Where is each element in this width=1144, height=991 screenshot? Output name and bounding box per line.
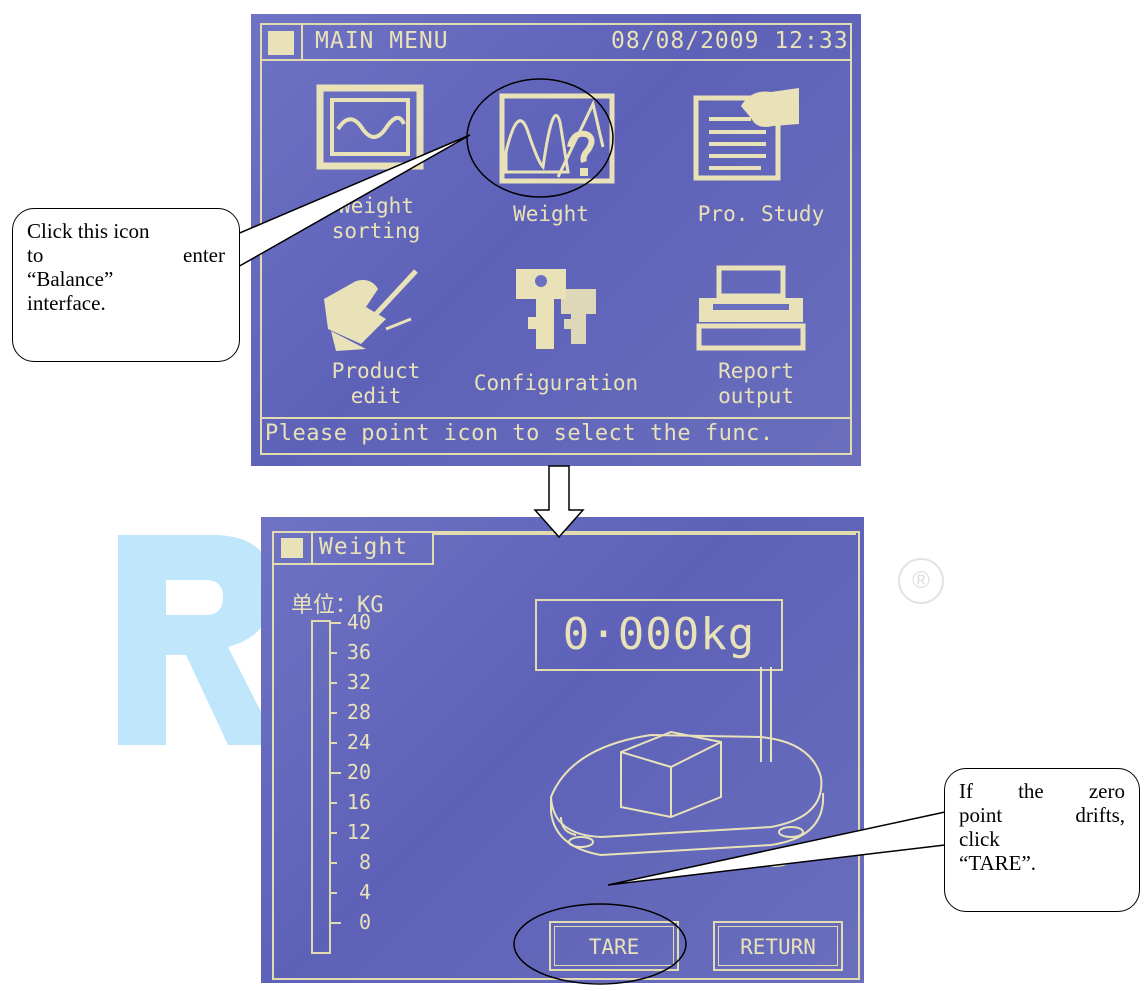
weight-titlebar	[274, 533, 434, 565]
scale-tick-label: 32	[346, 670, 371, 694]
scale-tick-mark	[329, 862, 337, 864]
scale-tick-label: 20	[346, 760, 371, 784]
scale-tick-mark	[329, 772, 341, 774]
scale-tick-mark	[329, 892, 337, 894]
scale-tick-mark	[329, 922, 341, 924]
weight-title-rule	[432, 533, 856, 535]
return-button[interactable]: RETURN	[713, 921, 843, 971]
scale-tick-mark	[329, 682, 337, 684]
scale-tick-label: 28	[346, 700, 371, 724]
menu-square-icon[interactable]	[281, 538, 303, 558]
scale-tick-mark	[329, 742, 337, 744]
datetime-display: 08/08/2009 12:33	[611, 28, 849, 54]
scale-tick-label: 36	[346, 640, 371, 664]
titlebar-divider	[311, 533, 313, 563]
report-output-icon[interactable]	[691, 264, 811, 354]
scale-tick-mark	[329, 832, 337, 834]
unit-label: 单位：KG	[291, 593, 384, 618]
scale-tick-label: 16	[346, 790, 371, 814]
weight-sorting-icon[interactable]	[316, 84, 426, 174]
configuration-icon[interactable]	[506, 259, 606, 354]
scale-tick-label: 4	[358, 880, 371, 904]
weight-title: Weight	[319, 534, 409, 560]
menu-square-icon[interactable]	[268, 31, 294, 55]
status-divider	[262, 417, 850, 419]
icon-label-weight[interactable]: Weight	[513, 202, 589, 226]
pro-study-icon[interactable]	[691, 84, 806, 184]
scale-tick-mark	[329, 652, 337, 654]
icon-label-pro-study[interactable]: Pro. Study	[697, 202, 825, 226]
scale-tick-label: 12	[346, 820, 371, 844]
scale-tick-label: 8	[358, 850, 371, 874]
status-bar-text: Please point icon to select the func.	[265, 421, 774, 446]
scale-tick-label: 0	[358, 910, 371, 934]
product-edit-icon[interactable]	[316, 259, 426, 354]
scale-tick-label: 24	[346, 730, 371, 754]
registered-mark: ®	[898, 558, 944, 604]
tare-button[interactable]: TARE	[549, 921, 679, 971]
weight-bar-gauge	[311, 620, 331, 954]
weight-icon[interactable]	[498, 92, 618, 187]
platform-scale-illustration	[549, 667, 825, 867]
scale-tick-mark	[329, 622, 341, 624]
main-menu-title: MAIN MENU	[315, 28, 449, 54]
scale-tick-mark	[329, 712, 337, 714]
icon-label-configuration[interactable]: Configuration	[473, 371, 639, 395]
scale-tick-mark	[329, 802, 337, 804]
watermark-r-logo	[118, 535, 278, 745]
weight-readout: 0·000kg	[535, 599, 783, 671]
scale-tick-label: 40	[346, 610, 371, 634]
titlebar-divider	[301, 25, 303, 59]
main-menu-titlebar	[262, 25, 850, 61]
